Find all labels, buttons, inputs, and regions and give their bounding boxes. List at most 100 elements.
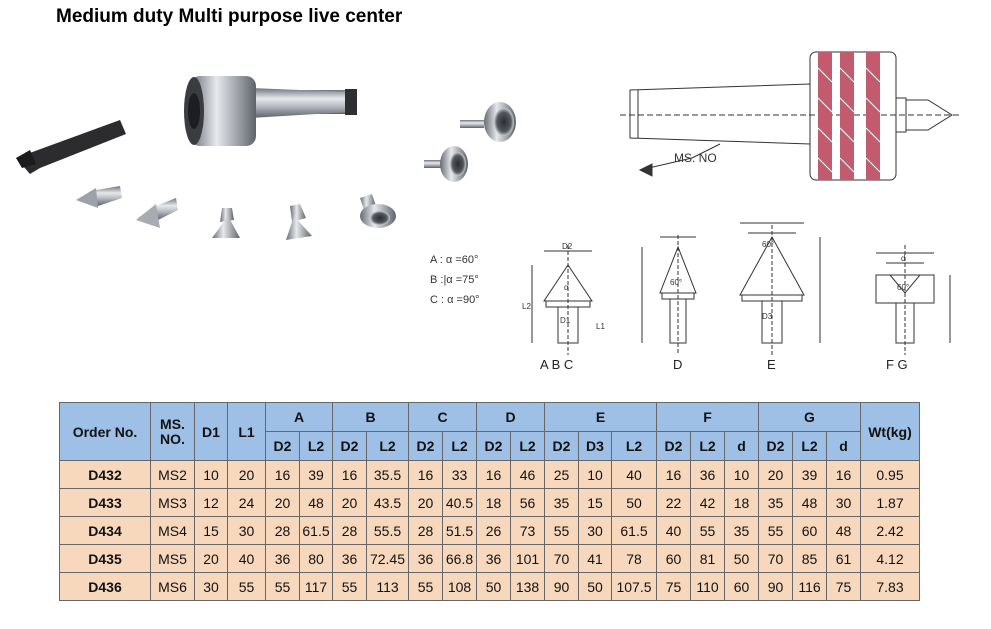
- spec-table: Order No. MS. NO. D1 L1 A B C D E F G Wt…: [59, 402, 920, 601]
- table-cell: 90: [544, 572, 579, 601]
- table-cell: 7.83: [860, 572, 920, 601]
- table-cell: 116: [792, 572, 827, 601]
- table-cell: 70: [758, 544, 793, 573]
- table-cell: D436: [59, 572, 151, 601]
- subheader-cell: L2: [366, 431, 409, 461]
- table-cell: 56: [510, 488, 545, 517]
- table-cell: 48: [299, 488, 333, 517]
- table-cell: 35: [544, 488, 579, 517]
- table-cell: 55.5: [366, 516, 409, 545]
- table-cell: 36: [332, 544, 367, 573]
- dim-l1-label: L1: [596, 322, 605, 331]
- header-group-f: F: [656, 402, 759, 432]
- dim-alpha-label: α: [564, 283, 569, 292]
- table-cell: D433: [59, 488, 151, 517]
- subheader-cell: d: [826, 431, 861, 461]
- table-cell: 50: [476, 572, 511, 601]
- subheader-cell: D2: [332, 431, 367, 461]
- header-weight: Wt(kg): [860, 402, 920, 461]
- table-cell: 48: [826, 516, 861, 545]
- subheader-cell: L2: [442, 431, 477, 461]
- table-cell: 10: [194, 460, 228, 489]
- subheader-cell: D2: [544, 431, 579, 461]
- header-group-d: D: [476, 402, 545, 432]
- table-cell: MS6: [150, 572, 195, 601]
- table-cell: 78: [611, 544, 657, 573]
- table-cell: 40: [656, 516, 691, 545]
- table-cell: MS3: [150, 488, 195, 517]
- table-cell: 90: [758, 572, 793, 601]
- dim-60-e-label: 60°: [762, 240, 774, 249]
- header-order-no: Order No.: [59, 402, 151, 461]
- table-cell: 138: [510, 572, 545, 601]
- dim-60-fg-label: 60°: [897, 283, 909, 292]
- table-cell: 55: [332, 572, 367, 601]
- table-cell: 36: [690, 460, 725, 489]
- table-cell: 35.5: [366, 460, 409, 489]
- diagram-abc: [531, 245, 593, 355]
- table-cell: 20: [194, 544, 228, 573]
- table-cell: 85: [792, 544, 827, 573]
- table-cell: 12: [194, 488, 228, 517]
- table-cell: 73: [510, 516, 545, 545]
- table-cell: 15: [194, 516, 228, 545]
- table-cell: 20: [408, 488, 443, 517]
- table-cell: 81: [690, 544, 725, 573]
- diagram-d-label: D: [673, 357, 682, 372]
- dim-l2-label: L2: [522, 302, 531, 311]
- table-cell: 55: [758, 516, 793, 545]
- dim-d-label: d: [901, 254, 905, 263]
- table-cell: 24: [227, 488, 266, 517]
- header-d1: D1: [194, 402, 228, 461]
- table-cell: 43.5: [366, 488, 409, 517]
- diagram-abc-label: A B C: [540, 357, 573, 372]
- diagram-d: [641, 235, 697, 355]
- table-cell: 108: [442, 572, 477, 601]
- table-cell: D435: [59, 544, 151, 573]
- table-cell: 75: [826, 572, 861, 601]
- table-cell: 40: [611, 460, 657, 489]
- header-group-c: C: [408, 402, 477, 432]
- table-cell: MS4: [150, 516, 195, 545]
- table-cell: 0.95: [860, 460, 920, 489]
- table-cell: 36: [408, 544, 443, 573]
- table-cell: 1.87: [860, 488, 920, 517]
- table-cell: 10: [724, 460, 759, 489]
- dim-d1-label: D1: [560, 316, 571, 325]
- table-cell: 55: [408, 572, 443, 601]
- table-cell: 50: [724, 544, 759, 573]
- table-cell: 16: [476, 460, 511, 489]
- table-cell: 46: [510, 460, 545, 489]
- table-cell: MS5: [150, 544, 195, 573]
- table-cell: 4.12: [860, 544, 920, 573]
- table-cell: 39: [299, 460, 333, 489]
- live-center-drawing: MS. NO: [620, 51, 960, 181]
- table-cell: 40.5: [442, 488, 477, 517]
- table-cell: MS2: [150, 460, 195, 489]
- table-cell: 55: [265, 572, 300, 601]
- table-cell: 15: [578, 488, 612, 517]
- table-cell: 35: [724, 516, 759, 545]
- table-cell: 20: [227, 460, 266, 489]
- table-cell: 60: [724, 572, 759, 601]
- header-ms-no-text: MS. NO.: [160, 415, 185, 447]
- table-cell: 28: [408, 516, 443, 545]
- table-cell: 2.42: [860, 516, 920, 545]
- table-cell: 75: [656, 572, 691, 601]
- table-cell: 101: [510, 544, 545, 573]
- dim-d2-label: D2: [562, 242, 573, 251]
- diagram-e: [739, 222, 821, 355]
- dim-60-d-label: 60°: [670, 278, 682, 287]
- table-cell: 10: [578, 460, 612, 489]
- subheader-cell: d: [724, 431, 759, 461]
- table-cell: 16: [265, 460, 300, 489]
- table-cell: 36: [265, 544, 300, 573]
- table-cell: 55: [227, 572, 266, 601]
- table-cell: 18: [724, 488, 759, 517]
- table-cell: 16: [826, 460, 861, 489]
- table-cell: 16: [332, 460, 367, 489]
